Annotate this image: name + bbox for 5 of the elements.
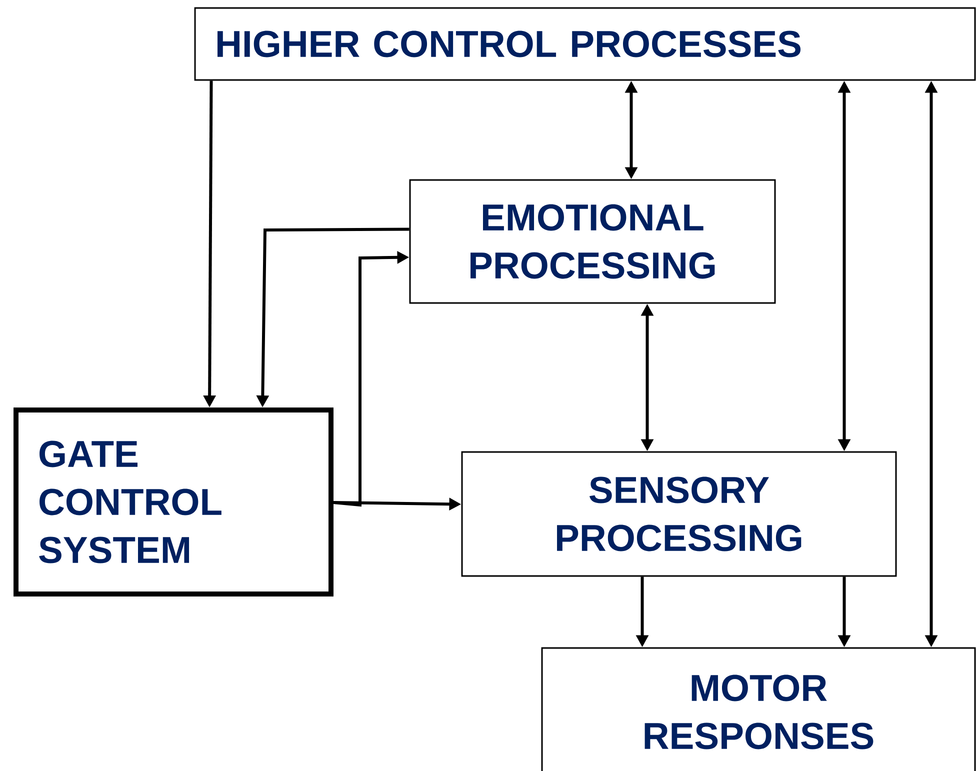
process-box: MOTOR RESPONSES bbox=[541, 647, 976, 771]
process-box: EMOTIONAL PROCESSING bbox=[409, 179, 776, 304]
system-box: GATE CONTROL SYSTEM bbox=[14, 407, 334, 596]
process-box: HIGHER CONTROL PROCESSES bbox=[194, 7, 976, 81]
process-box: SENSORY PROCESSING bbox=[461, 451, 897, 577]
